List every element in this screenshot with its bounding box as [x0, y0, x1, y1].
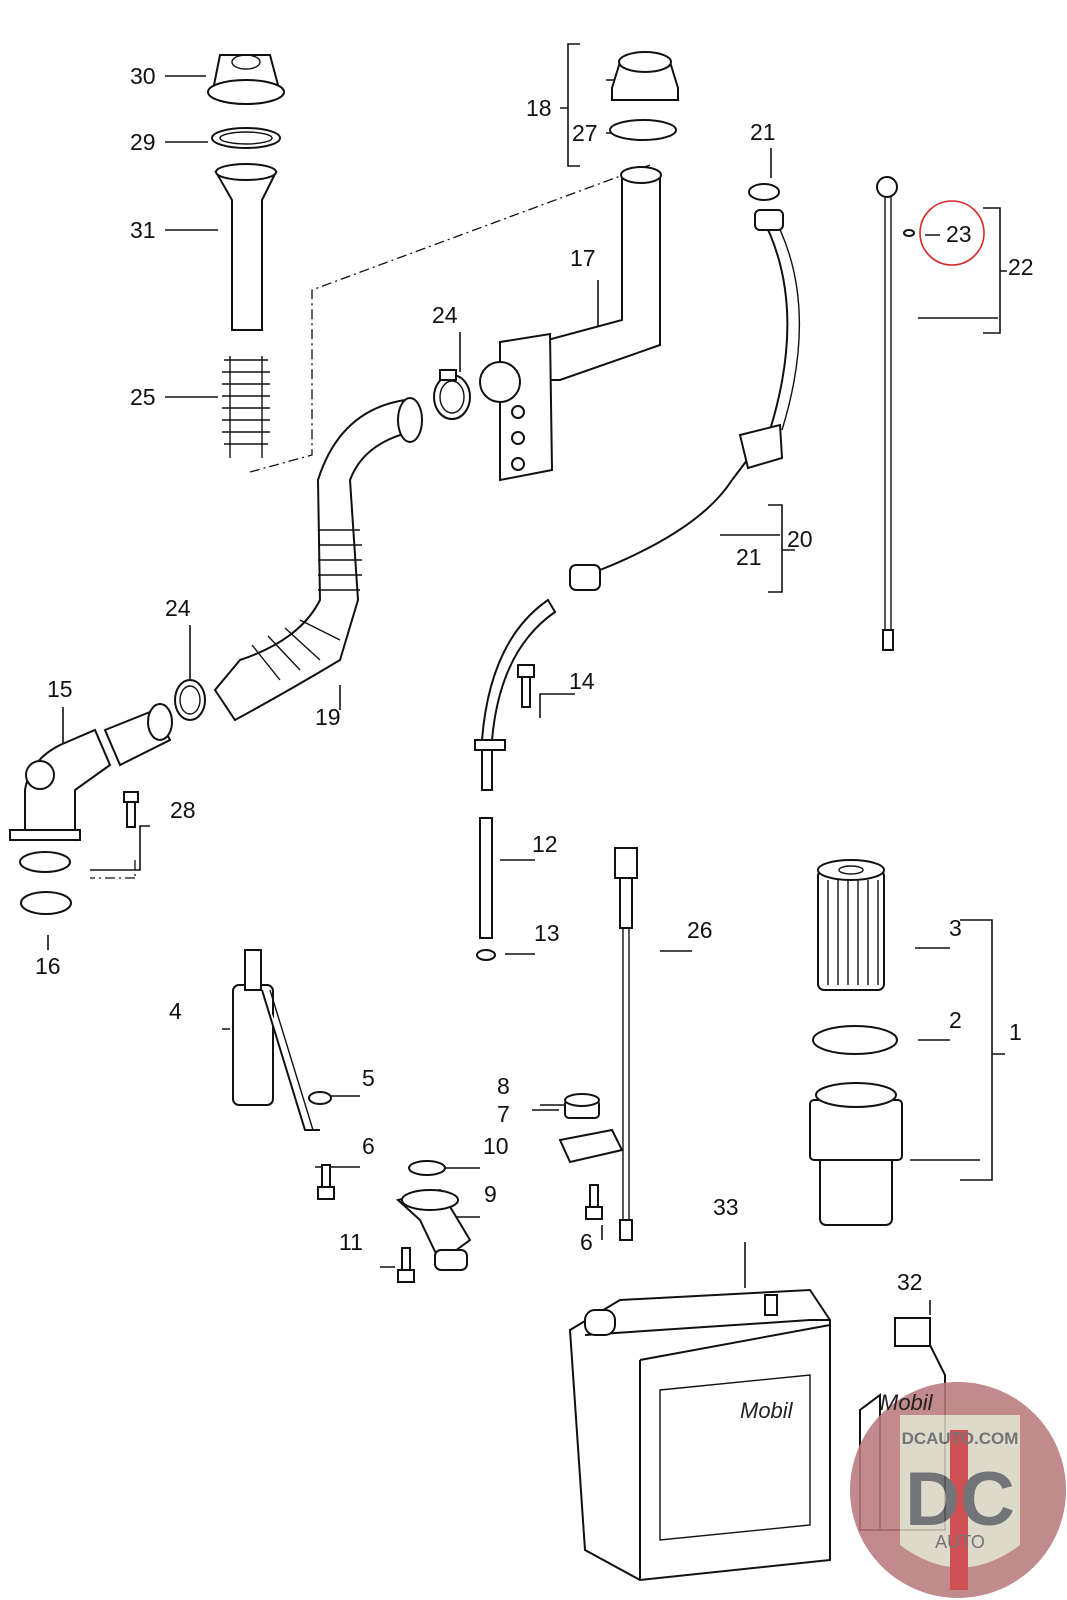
bottle-brand-text: Mobil — [880, 1390, 934, 1415]
part-11-bolt — [397, 1247, 415, 1283]
part-2-seal-ring — [812, 1025, 898, 1055]
part-19-corrugated-hose — [213, 397, 423, 722]
callout-11: 11 — [339, 1229, 363, 1255]
callout-labels: 30 29 31 25 18 27 21 17 24 23 22 20 21 2… — [35, 63, 1034, 1295]
part-24-clamp-lower — [174, 679, 206, 721]
part-9-suction-pipe — [395, 1188, 472, 1271]
callout-10: 10 — [483, 1133, 509, 1159]
callout-21: 21 — [750, 119, 776, 145]
callout-24: 24 — [165, 595, 191, 621]
part-24-clamp-top — [433, 369, 471, 420]
callout-15: 15 — [47, 676, 73, 702]
part-28-bolt — [123, 791, 139, 828]
callout-9: 9 — [484, 1181, 497, 1207]
part-14-bolt — [517, 664, 535, 708]
part-1-filter-housing — [809, 1082, 903, 1226]
part-4-oil-tank — [232, 949, 320, 1131]
callout-24: 24 — [432, 302, 458, 328]
callout-16: 16 — [35, 953, 61, 979]
watermark-initials-text: DC — [905, 1457, 1015, 1542]
part-10-seal — [408, 1160, 446, 1176]
callout-6: 6 — [362, 1133, 375, 1159]
part-17-filler-pipe — [479, 166, 662, 482]
part-18-filler-cap — [611, 51, 679, 101]
part-15-elbow — [9, 703, 173, 873]
callout-7: 7 — [497, 1101, 510, 1127]
container-brand-text: Mobil — [740, 1398, 794, 1423]
callout-22: 22 — [1008, 254, 1034, 280]
part-23-oring — [903, 229, 915, 237]
part-30-cap-nut — [207, 54, 285, 105]
callout-18: 18 — [526, 95, 552, 121]
callout-5: 5 — [362, 1065, 375, 1091]
callout-2: 2 — [949, 1007, 962, 1033]
part-8-bushing — [564, 1093, 600, 1119]
part-27-seal — [609, 119, 677, 141]
part-13-oring — [476, 949, 496, 961]
callout-6: 6 — [580, 1229, 593, 1255]
leader-lines — [47, 43, 1007, 1315]
callout-20: 20 — [787, 526, 813, 552]
part-21-oring-top — [748, 183, 780, 201]
part-6-bolt-left — [317, 1164, 335, 1200]
part-33-oil-container: Mobil — [568, 1288, 831, 1582]
callout-21: 21 — [736, 544, 762, 570]
callout-31: 31 — [130, 217, 156, 243]
callout-28: 28 — [170, 797, 196, 823]
part-26-sensor-rod — [614, 847, 638, 1241]
callout-17: 17 — [570, 245, 596, 271]
part-3-filter-element — [817, 859, 885, 991]
part-16-seal — [20, 891, 72, 915]
part-29-seal-ring — [211, 127, 281, 149]
part-5-seal — [308, 1091, 332, 1105]
watermark-word-text: AUTO — [935, 1532, 985, 1552]
part-22-dipstick — [876, 176, 898, 651]
callout-1: 1 — [1009, 1019, 1022, 1045]
part-12-guide-tube — [474, 598, 557, 939]
watermark-site-text: DCAUTO.COM — [902, 1429, 1019, 1448]
callout-26: 26 — [687, 917, 713, 943]
part-31-funnel — [214, 163, 278, 331]
callout-14: 14 — [569, 668, 595, 694]
callout-13: 13 — [534, 920, 560, 946]
callout-27: 27 — [572, 120, 598, 146]
callout-8: 8 — [497, 1073, 510, 1099]
callout-33: 33 — [713, 1194, 739, 1220]
callout-25: 25 — [130, 384, 156, 410]
dcauto-watermark-logo: DCAUTO.COM DC AUTO — [850, 1382, 1066, 1598]
callout-19: 19 — [315, 704, 341, 730]
part-6-bolt-right — [585, 1184, 603, 1220]
callout-23: 23 — [946, 221, 972, 247]
callout-4: 4 — [169, 998, 182, 1024]
part-20-guide-tube — [569, 209, 801, 591]
highlight-circle — [919, 200, 985, 266]
part-25-spring — [222, 356, 270, 458]
alignment-dashes — [90, 164, 651, 879]
callout-12: 12 — [532, 831, 558, 857]
callout-3: 3 — [949, 915, 962, 941]
callout-32: 32 — [897, 1269, 923, 1295]
part-7-bracket — [558, 1128, 624, 1164]
callout-30: 30 — [130, 63, 156, 89]
callout-29: 29 — [130, 129, 156, 155]
